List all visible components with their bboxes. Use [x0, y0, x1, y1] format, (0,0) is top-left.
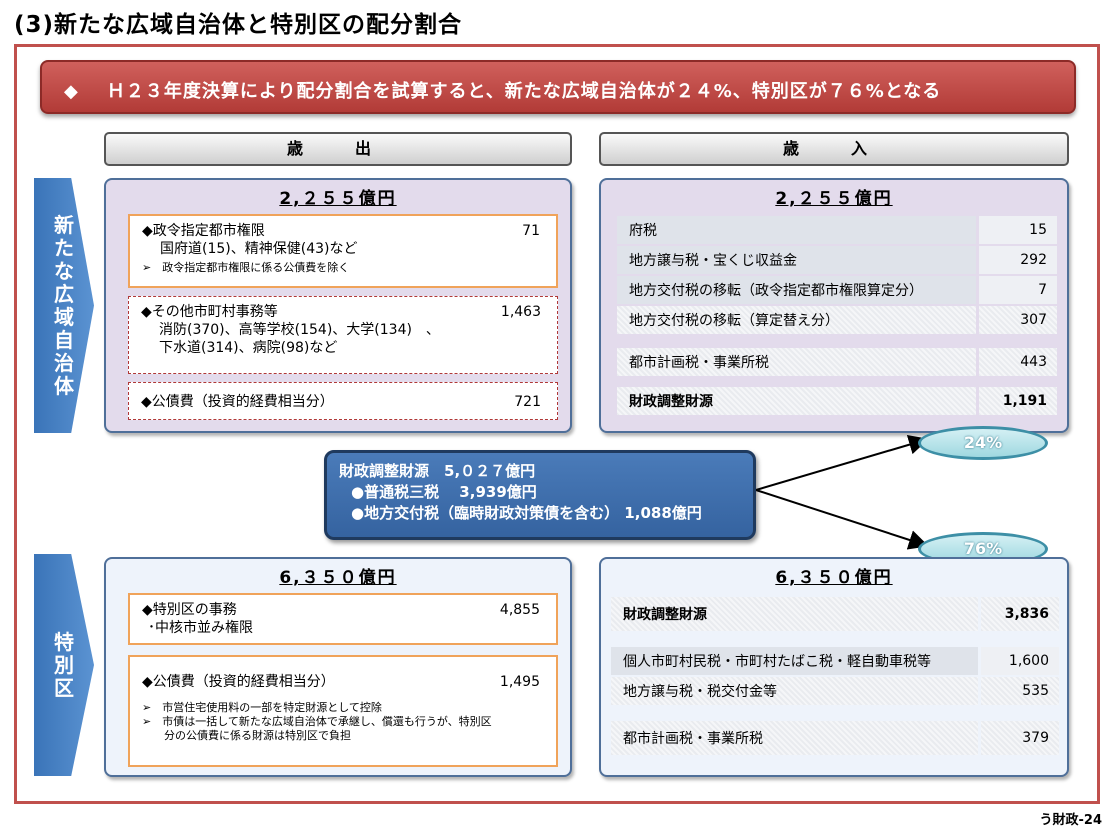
row-value: 292	[979, 246, 1057, 274]
item-label: ◆公債費（投資的経費相当分）	[142, 674, 335, 690]
summary-banner: ◆ Ｈ２３年度決算により配分割合を試算すると、新たな広域自治体が２４%、特別区が７…	[40, 60, 1076, 114]
item-value: 4,855	[499, 602, 540, 618]
expenditure-item: ◆政令指定都市権限 国府道(15)、精神保健(43)など ➢ 政令指定都市権限に…	[128, 214, 558, 288]
item-note: ➢ 市債は一括して新たな広域自治体で承継し、償還も行うが、特別区	[142, 715, 492, 728]
new-pref-expenditure-panel: 2,２５５億円 ◆政令指定都市権限 国府道(15)、精神保健(43)など ➢ 政…	[104, 178, 572, 433]
row-value: 535	[981, 677, 1059, 705]
row-label: 個人市町村民税・市町村たばこ税・軽自動車税等	[611, 647, 978, 675]
expenditure-item: ◆その他市町村事務等 消防(370)、高等学校(154)、大学(134) 、 下…	[128, 296, 558, 374]
item-note: 分の公債費に係る財源は特別区で負担	[142, 729, 351, 742]
row-label: 地方譲与税・税交付金等	[611, 677, 978, 705]
item-label: ◆特別区の事務	[142, 602, 237, 618]
row-label: 地方交付税の移転（算定替え分）	[617, 306, 976, 334]
item-label: ◆その他市町村事務等	[141, 304, 278, 320]
fiscal-adjustment-box: 財政調整財源 5,０２７億円 ●普通税三税 3,939億円 ●地方交付税（臨時財…	[324, 450, 756, 540]
banner-text: Ｈ２３年度決算により配分割合を試算すると、新たな広域自治体が２４%、特別区が７６…	[106, 81, 942, 102]
item-value: 721	[514, 394, 541, 410]
row-value: 443	[979, 348, 1057, 376]
panel-total: 6,３５０億円	[279, 568, 397, 588]
side-char: 広	[54, 281, 74, 306]
arrow-to-76	[755, 489, 929, 550]
item-label: ◆公債費（投資的経費相当分）	[141, 394, 334, 410]
side-char: な	[54, 258, 74, 283]
item-value: 1,495	[499, 674, 540, 690]
item-sub: ･中核市並み権限	[148, 620, 253, 636]
row-value: 7	[979, 276, 1057, 304]
side-char: た	[54, 235, 74, 260]
panel-total: 6,３５０億円	[775, 568, 893, 588]
item-note: ➢ 政令指定都市権限に係る公債費を除く	[142, 261, 350, 274]
item-value: 71	[522, 223, 540, 239]
panel-total: 2,２５５億円	[775, 189, 893, 209]
page-number: う財政-24	[1039, 813, 1103, 828]
row-label: 財政調整財源	[611, 597, 978, 631]
banner-bullet: ◆	[64, 81, 79, 102]
panel-total: 2,２５５億円	[279, 189, 397, 209]
expenditure-item: ◆公債費（投資的経費相当分） 1,495 ➢ 市営住宅使用料の一部を特定財源とし…	[128, 655, 558, 767]
center-line: ●普通税三税 3,939億円	[351, 483, 537, 501]
row-label: 地方交付税の移転（政令指定都市権限算定分）	[617, 276, 976, 304]
side-char: 域	[54, 304, 74, 329]
row-value: 307	[979, 306, 1057, 334]
row-label: 都市計画税・事業所税	[611, 721, 978, 755]
row-value: 379	[981, 721, 1059, 755]
item-sub: 消防(370)、高等学校(154)、大学(134) 、	[159, 322, 440, 338]
special-ward-expenditure-panel: 6,３５０億円 ◆特別区の事務 ･中核市並み権限 4,855 ◆公債費（投資的経…	[104, 557, 572, 777]
center-line: ●地方交付税（臨時財政対策債を含む） 1,088億円	[351, 504, 702, 522]
revenue-row: 地方交付税の移転（算定替え分）307	[617, 306, 1057, 334]
side-char: 体	[54, 373, 74, 398]
expenditure-header: 歳 出	[104, 132, 572, 166]
item-value: 1,463	[500, 304, 541, 320]
side-char: 自	[54, 327, 74, 352]
center-line: 財政調整財源 5,０２７億円	[339, 462, 536, 480]
row-label: 地方譲与税・宝くじ収益金	[617, 246, 976, 274]
row-value: 1,600	[981, 647, 1059, 675]
revenue-header: 歳 入	[599, 132, 1069, 166]
side-char: 特	[54, 629, 74, 654]
row-value: 15	[979, 216, 1057, 244]
item-sub: 下水道(314)、病院(98)など	[159, 340, 338, 356]
item-label: ◆政令指定都市権限	[142, 223, 265, 239]
row-value: 3,836	[981, 597, 1059, 631]
row-label: 府税	[617, 216, 976, 244]
side-char: 区	[54, 675, 74, 700]
row-value: 1,191	[979, 387, 1057, 415]
allocation-arrows	[755, 434, 929, 550]
share-new-pref-badge: 24%	[918, 426, 1048, 460]
expenditure-item: ◆公債費（投資的経費相当分） 721	[128, 382, 558, 420]
side-char: 別	[54, 652, 74, 677]
row-label: 財政調整財源	[617, 387, 976, 415]
row-label: 都市計画税・事業所税	[617, 348, 976, 376]
item-sub: 国府道(15)、精神保健(43)など	[160, 241, 358, 257]
expenditure-item: ◆特別区の事務 ･中核市並み権限 4,855	[128, 593, 558, 645]
side-char: 新	[54, 212, 74, 237]
arrow-to-24	[755, 434, 929, 491]
page-title: (3)新たな広域自治体と特別区の配分割合	[14, 12, 463, 38]
revenue-row: 地方交付税の移転（政令指定都市権限算定分）7	[617, 276, 1057, 304]
side-char: 治	[54, 350, 74, 375]
item-note: ➢ 市営住宅使用料の一部を特定財源として控除	[142, 701, 382, 714]
